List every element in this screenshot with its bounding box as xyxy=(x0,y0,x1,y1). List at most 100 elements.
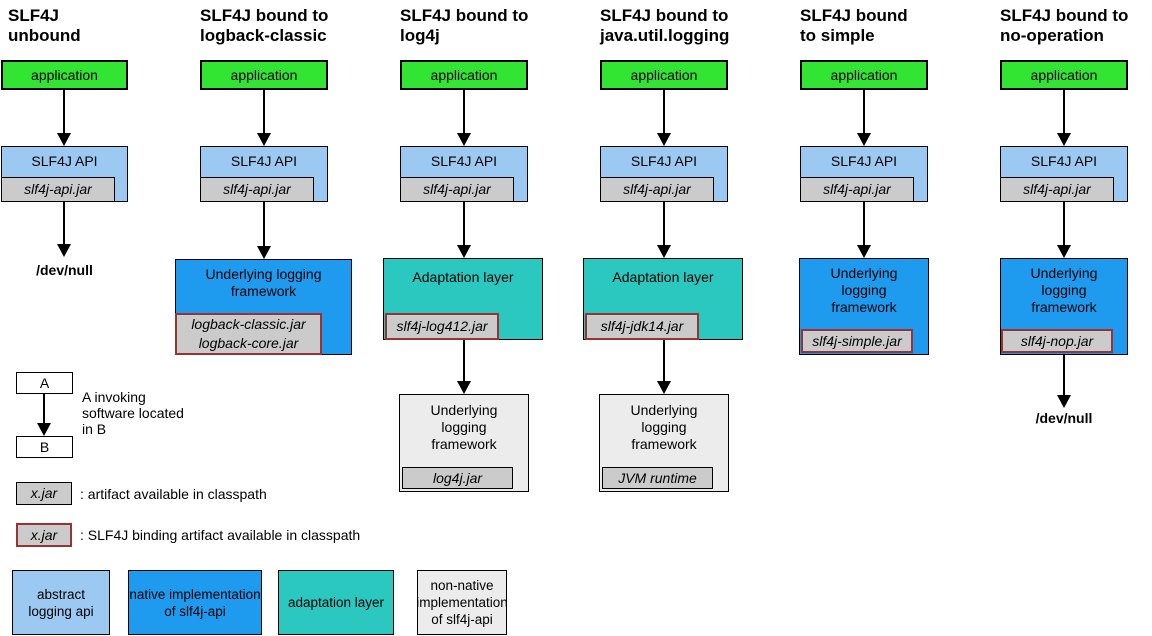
adaptation-layer-label: Adaptation layer xyxy=(412,269,514,285)
key-label: non-native implementation of slf4j-api xyxy=(416,578,508,627)
slf4j-api-jar: slf4j-api.jar xyxy=(600,177,714,202)
application-label: application xyxy=(830,66,898,83)
arrowhead-icon xyxy=(57,244,71,257)
legend-artifact-caption: : artifact available in classpath xyxy=(80,486,267,502)
key-label: native implementation of slf4j-api xyxy=(129,586,261,619)
dev-null-label: /dev/null xyxy=(36,262,93,278)
arrowhead-icon xyxy=(257,246,271,259)
adaptation-layer-box: Adaptation layer slf4j-log412.jar xyxy=(383,258,543,340)
column-title-jul: SLF4J bound to java.util.logging xyxy=(600,6,730,45)
application-label: application xyxy=(1030,66,1098,83)
column-title-simple: SLF4J bound to simple xyxy=(800,6,908,45)
slf4j-api-jar: slf4j-api.jar xyxy=(200,177,314,202)
binding-jar: slf4j-log412.jar xyxy=(385,313,499,340)
key-label: adaptation layer xyxy=(287,595,385,610)
arrowhead-icon xyxy=(57,133,71,146)
application-label: application xyxy=(31,66,98,83)
arrowhead-icon xyxy=(457,245,471,258)
legend-binding-caption: : SLF4J binding artifact available in cl… xyxy=(80,527,361,543)
legend-box-a: A xyxy=(16,372,73,394)
key-label: abstract logging api xyxy=(28,586,94,619)
application-label: application xyxy=(430,66,498,83)
binding-jar: slf4j-jdk14.jar xyxy=(585,313,699,340)
underlying-framework-label: Underlying logging framework xyxy=(1030,265,1098,315)
underlying-framework-box: Underlying logging framework JVM runtime xyxy=(599,394,729,492)
slf4j-api-label: SLF4J API xyxy=(630,153,698,169)
arrowhead-icon xyxy=(1057,133,1071,146)
legend-binding-jar: x.jar xyxy=(16,523,72,547)
application-box: application xyxy=(600,60,728,90)
down-arrow xyxy=(257,90,271,146)
down-arrow xyxy=(857,90,871,146)
underlying-framework-box: Underlying logging framework logback-cla… xyxy=(175,259,352,355)
slf4j-api-label: SLF4J API xyxy=(430,153,498,169)
binding-jar: slf4j-simple.jar xyxy=(801,329,913,353)
down-arrow xyxy=(657,340,671,394)
application-box: application xyxy=(400,60,528,90)
arrowhead-icon xyxy=(1057,395,1071,408)
arrowhead-icon xyxy=(657,133,671,146)
slf4j-api-label: SLF4J API xyxy=(31,153,98,169)
application-box: application xyxy=(1,60,128,90)
down-arrow xyxy=(1057,90,1071,146)
underlying-framework-box: Underlying logging framework slf4j-simpl… xyxy=(799,258,929,355)
slf4j-api-box: SLF4J API slf4j-api.jar xyxy=(200,146,328,202)
slf4j-api-box: SLF4J API slf4j-api.jar xyxy=(800,146,928,202)
key-native-implementation: native implementation of slf4j-api xyxy=(128,570,262,635)
underlying-framework-label: Underlying logging framework xyxy=(630,402,698,452)
arrowhead-icon xyxy=(1057,245,1071,258)
down-arrow xyxy=(457,90,471,146)
key-adaptation-layer: adaptation layer xyxy=(278,570,394,635)
key-non-native-implementation: non-native implementation of slf4j-api xyxy=(416,570,508,635)
binding-jars: logback-classic.jar logback-core.jar xyxy=(175,313,322,355)
binding-jar: slf4j-nop.jar xyxy=(1001,329,1113,353)
slf4j-api-label: SLF4J API xyxy=(1030,153,1098,169)
arrowhead-icon xyxy=(657,245,671,258)
application-box: application xyxy=(200,60,328,90)
application-box: application xyxy=(800,60,928,90)
column-title-unbound: SLF4J unbound xyxy=(8,6,81,45)
slf4j-api-box: SLF4J API slf4j-api.jar xyxy=(1000,146,1128,202)
application-label: application xyxy=(630,66,698,83)
arrowhead-icon xyxy=(857,133,871,146)
arrowhead-icon xyxy=(857,245,871,258)
down-arrow xyxy=(657,202,671,258)
framework-jar: log4j.jar xyxy=(402,467,513,489)
adaptation-layer-box: Adaptation layer slf4j-jdk14.jar xyxy=(583,258,743,340)
down-arrow xyxy=(857,202,871,258)
down-arrow xyxy=(457,340,471,394)
slf4j-api-jar: slf4j-api.jar xyxy=(800,177,914,202)
application-label: application xyxy=(230,66,298,83)
column-title-nop: SLF4J bound to no-operation xyxy=(1000,6,1129,45)
underlying-framework-label: Underlying logging framework xyxy=(830,265,898,315)
dev-null-label: /dev/null xyxy=(1035,410,1093,426)
key-abstract-logging-api: abstract logging api xyxy=(12,570,110,635)
down-arrow xyxy=(457,202,471,258)
slf4j-api-label: SLF4J API xyxy=(230,153,298,169)
slf4j-api-box: SLF4J API slf4j-api.jar xyxy=(400,146,528,202)
underlying-framework-box: Underlying logging framework log4j.jar xyxy=(399,394,529,492)
arrowhead-icon xyxy=(457,381,471,394)
down-arrow xyxy=(57,90,71,146)
slf4j-api-box: SLF4J API slf4j-api.jar xyxy=(600,146,728,202)
legend-box-b: B xyxy=(16,436,73,458)
down-arrow xyxy=(37,394,51,436)
down-arrow xyxy=(1057,355,1071,408)
legend-artifact-jar: x.jar xyxy=(16,482,72,505)
slf4j-api-jar: slf4j-api.jar xyxy=(1,177,115,202)
down-arrow xyxy=(257,202,271,259)
down-arrow xyxy=(657,90,671,146)
column-title-logback: SLF4J bound to logback-classic xyxy=(200,6,329,45)
arrowhead-icon xyxy=(37,423,51,436)
arrowhead-icon xyxy=(257,133,271,146)
slf4j-api-box: SLF4J API slf4j-api.jar xyxy=(1,146,128,202)
adaptation-layer-label: Adaptation layer xyxy=(612,269,714,285)
arrowhead-icon xyxy=(657,381,671,394)
legend-invoking-caption: A invoking software located in B xyxy=(82,389,184,437)
down-arrow xyxy=(57,202,71,257)
column-title-log4j: SLF4J bound to log4j xyxy=(400,6,529,45)
slf4j-api-jar: slf4j-api.jar xyxy=(400,177,514,202)
framework-jar: JVM runtime xyxy=(602,467,713,489)
underlying-framework-label: Underlying logging framework xyxy=(205,266,322,299)
